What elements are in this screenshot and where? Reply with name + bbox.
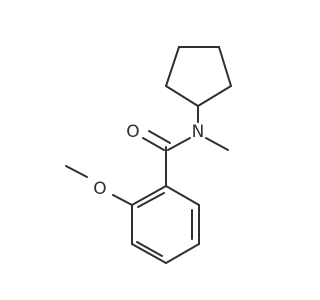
bond-carbonyl-a	[142, 137, 165, 151]
bond-ring-3	[218, 46, 232, 87]
bond-ring-1	[165, 46, 180, 87]
bond-benzene-1	[165, 185, 200, 206]
bond-aryl-methoxy-oxygen	[112, 194, 133, 206]
bond-benzene-inner-3	[137, 192, 165, 208]
bond-benzene-6	[131, 185, 167, 206]
atom-label-nitrogen: N	[192, 122, 205, 142]
molecule-structure: O N O	[65, 46, 232, 264]
bond-benzene-3	[165, 243, 200, 264]
carbonyl-double-bond	[142, 130, 171, 151]
bond-ring-5	[165, 85, 199, 107]
cyclopentyl-ring	[165, 46, 232, 107]
bond-benzene-inner-2	[136, 241, 163, 257]
bond-carbonyl-b	[148, 130, 171, 144]
bond-benzene-4	[131, 243, 167, 264]
atom-label-methoxy-oxygen: O	[93, 179, 106, 199]
bond-ring-4	[197, 85, 232, 107]
bond-nitrogen-methyl	[205, 137, 229, 151]
benzene-ring	[131, 185, 200, 264]
atom-label-carbonyl-oxygen: O	[126, 122, 139, 142]
bond-nitrogen-carbonyl	[167, 137, 191, 151]
bond-methoxy-oxygen-methyl	[65, 165, 88, 178]
